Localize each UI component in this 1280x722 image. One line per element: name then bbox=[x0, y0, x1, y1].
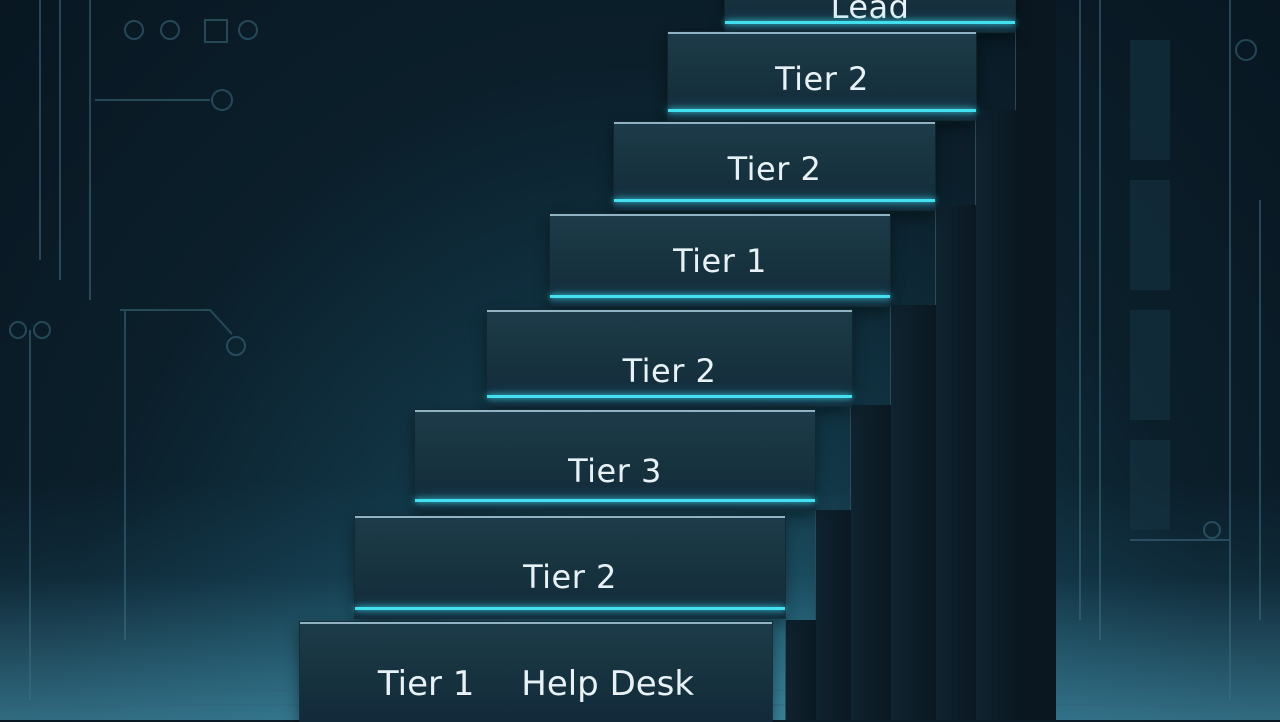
stair-step-6: Tier 2 bbox=[614, 122, 935, 210]
step-glow-strip bbox=[668, 109, 976, 112]
step-label: Tier 2 bbox=[523, 558, 617, 596]
step-glow-strip bbox=[355, 607, 785, 610]
stair-step-2: Tier 2 bbox=[355, 516, 785, 618]
step-glow-strip bbox=[725, 21, 1015, 24]
stair-step-1: Tier 1 Help Desk bbox=[300, 622, 772, 722]
stair-step-3: Tier 3 bbox=[415, 410, 815, 510]
step-glow-strip bbox=[415, 499, 815, 502]
step-label: Tier 1 bbox=[377, 664, 475, 704]
step-label-row: Tier 1 Help Desk bbox=[300, 664, 772, 704]
step-label: Tier 2 bbox=[622, 352, 717, 390]
step-riser bbox=[785, 620, 816, 720]
step-riser bbox=[815, 510, 851, 720]
stair-step-4: Tier 2 bbox=[487, 310, 852, 406]
stair-step-lead: Lead bbox=[725, 0, 1015, 32]
step-glow-strip bbox=[550, 295, 890, 298]
stair-tower bbox=[1015, 0, 1056, 720]
step-riser bbox=[975, 110, 1016, 720]
step-label: Tier 2 bbox=[727, 150, 822, 188]
step-label: Tier 1 bbox=[673, 242, 767, 280]
step-riser bbox=[935, 205, 976, 720]
step-glow-strip bbox=[487, 395, 852, 398]
step-label: Tier 2 bbox=[775, 60, 869, 98]
stair-step-5: Tier 1 bbox=[550, 214, 890, 306]
step-riser bbox=[850, 405, 891, 720]
step-label: Tier 3 bbox=[568, 452, 662, 490]
stair-step-7: Tier 2 bbox=[668, 32, 976, 120]
step-glow-strip bbox=[614, 199, 935, 202]
step-riser bbox=[890, 305, 936, 720]
step-secondary-label: Help Desk bbox=[521, 664, 695, 704]
